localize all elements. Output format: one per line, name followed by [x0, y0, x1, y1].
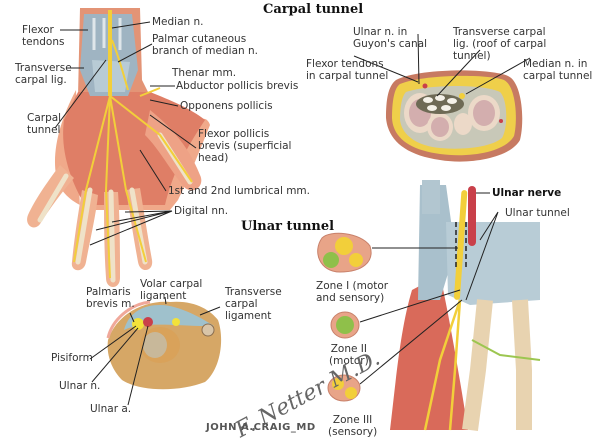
label-transverse-carpal-lig-roof: Transverse carpal lig. (roof of carpal t… — [453, 26, 547, 62]
carpal-tunnel-title: Carpal tunnel — [263, 2, 364, 17]
label-lumbrical-mm: 1st and 2nd lumbrical mm. — [168, 185, 310, 197]
ulnar-tunnel-illustration — [390, 180, 541, 432]
label-carpal-tunnel: Carpal tunnel — [27, 112, 62, 136]
zone-3-fascicle-diagram — [327, 374, 361, 402]
leader-lines — [54, 21, 531, 406]
hand-palmar-illustration — [27, 8, 210, 287]
label-ulnar-n: Ulnar n. — [59, 380, 101, 392]
label-abductor-pollicis-brevis: Abductor pollicis brevis — [176, 80, 299, 92]
label-pisiform: Pisiform — [51, 352, 93, 364]
zone-2-fascicle-diagram — [330, 311, 360, 339]
label-flexor-tendons-in-tunnel: Flexor tendons in carpal tunnel — [306, 58, 389, 82]
ulnar-tunnel-title: Ulnar tunnel — [241, 219, 335, 234]
zone-1-fascicle-diagram — [317, 232, 372, 273]
carpal-tunnel-cross-section — [386, 70, 523, 162]
label-opponens-pollicis: Opponens pollicis — [180, 100, 273, 112]
label-median-n-in-tunnel: Median n. in carpal tunnel — [523, 58, 593, 82]
ulnar-tunnel-cross-section — [106, 300, 222, 390]
label-thenar-mm: Thenar mm. — [172, 67, 237, 79]
label-ulnar-nerve: Ulnar nerve — [492, 187, 562, 199]
label-median-n: Median n. — [152, 16, 204, 28]
label-zone-1: Zone I (motor and sensory) — [316, 280, 389, 304]
label-flexor-pollicis-brevis: Flexor pollicis brevis (superficial head… — [198, 128, 292, 164]
label-digital-nn: Digital nn. — [174, 205, 229, 217]
craig-credit: JOHN A.CRAIG_MD — [206, 422, 316, 433]
label-ulnar-tunnel: Ulnar tunnel — [505, 207, 570, 219]
label-palmaris-brevis: Palmaris brevis m. — [86, 286, 135, 310]
label-flexor-tendons: Flexor tendons — [22, 24, 65, 48]
label-ulnar-n-guyons-canal: Ulnar n. in Guyon's canal — [353, 26, 427, 50]
label-zone-2: Zone II (motor) — [329, 343, 369, 367]
label-palmar-cutaneous-branch: Palmar cutaneous branch of median n. — [152, 33, 258, 57]
label-volar-carpal-ligament: Volar carpal ligament — [140, 278, 203, 302]
label-zone-3: Zone III (sensory) — [328, 414, 378, 438]
label-ulnar-a: Ulnar a. — [90, 403, 132, 415]
label-transverse-carpal-ligament: Transverse carpal ligament — [225, 286, 282, 322]
label-transverse-carpal-lig: Transverse carpal lig. — [15, 62, 72, 86]
